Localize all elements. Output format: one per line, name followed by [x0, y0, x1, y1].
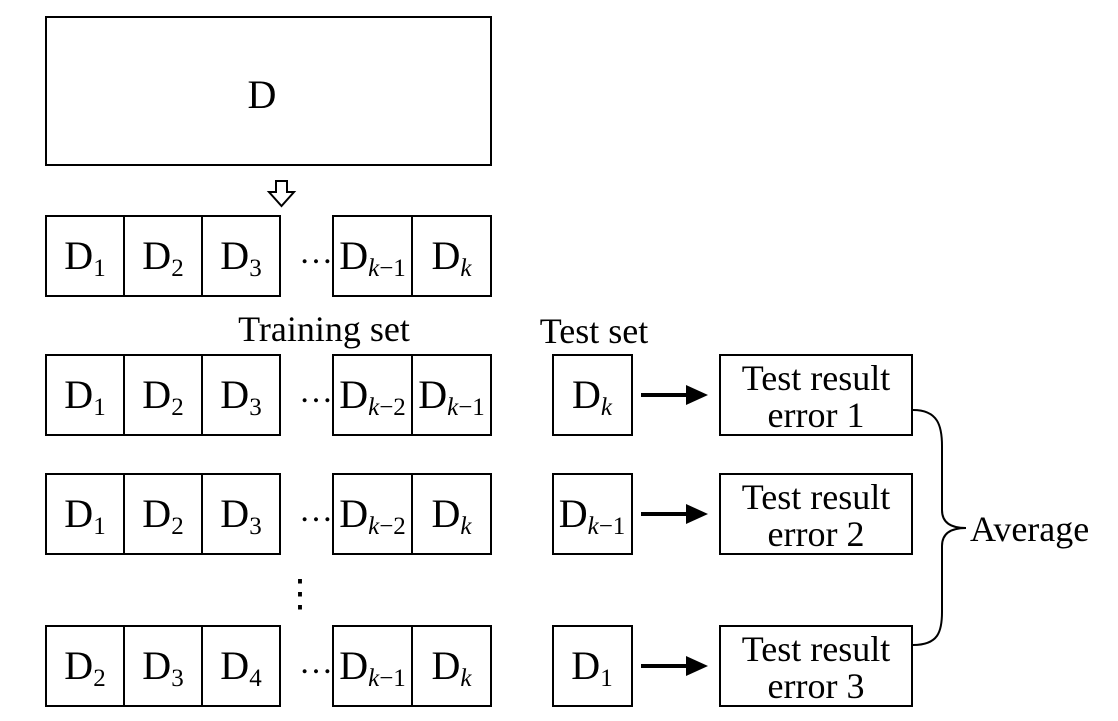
fold-2-training-cell-label: D2 [142, 491, 183, 540]
fold-2-result-error: error 2 [768, 514, 865, 554]
fold-1-training-cell-label: Dk−1 [418, 372, 485, 421]
fold-1-training-cell-label: D3 [220, 372, 261, 421]
fold-1-training-ellipsis: … [299, 373, 333, 410]
vertical-ellipsis: ⋮ [281, 573, 319, 615]
fold-1-training-cell-label: D1 [64, 372, 105, 421]
fold-2-result-title: Test result [742, 477, 890, 517]
split-arrow-icon [266, 180, 297, 208]
fold-1-arrow-icon [686, 385, 708, 405]
fold-2-training-cell-label: D3 [220, 491, 261, 540]
fold-2-training-cell [201, 473, 281, 555]
partition-row-cell-label: D3 [220, 233, 261, 282]
results-brace [912, 409, 967, 646]
fold-1-test-label: Dk [572, 372, 613, 421]
training-set-caption: Training set [238, 309, 410, 349]
fold-1-training-cell-label: D2 [142, 372, 183, 421]
test-set-caption: Test set [540, 311, 648, 351]
partition-row-cell-label: D2 [142, 233, 183, 282]
fold-2-training-cell-label: Dk−2 [339, 491, 406, 540]
fold-1-training-cell [332, 354, 413, 436]
fold-3-training-cell-label: D2 [64, 643, 105, 692]
fold-3-training-cell-label: Dk−1 [339, 643, 406, 692]
fold-3-training-cell-label: Dk [432, 643, 473, 692]
fold-2-result-box [719, 473, 913, 555]
fold-3-training-cell-label: D3 [142, 643, 183, 692]
fold-1-result-title: Test result [742, 358, 890, 398]
partition-row-cell [45, 215, 125, 297]
average-label: Average [970, 509, 1089, 549]
fold-2-arrow-icon [686, 504, 708, 524]
fold-3-test-label: D1 [571, 643, 612, 692]
fold-3-result-error: error 3 [768, 666, 865, 706]
partition-row-ellipsis: … [299, 234, 333, 271]
fold-1-result-error: error 1 [768, 395, 865, 435]
partition-row-cell-label: Dk−1 [339, 233, 406, 282]
dataset-box [45, 16, 492, 166]
fold-1-result-box [719, 354, 913, 436]
fold-3-training-cell [201, 625, 281, 707]
dataset-label: D [248, 72, 277, 117]
fold-3-training-cell [411, 625, 492, 707]
fold-3-arrow-icon [686, 656, 708, 676]
fold-3-result-box [719, 625, 913, 707]
fold-2-training-cell [411, 473, 492, 555]
fold-3-result-title: Test result [742, 629, 890, 669]
partition-row-cell [123, 215, 203, 297]
fold-1-training-cell [201, 354, 281, 436]
fold-2-test-cell [552, 473, 633, 555]
partition-row-cell [201, 215, 281, 297]
fold-2-training-cell-label: D1 [64, 491, 105, 540]
fold-2-training-cell [123, 473, 203, 555]
fold-2-training-cell [332, 473, 413, 555]
fold-3-test-cell [552, 625, 633, 707]
fold-1-test-cell [552, 354, 633, 436]
fold-1-training-cell-label: Dk−2 [339, 372, 406, 421]
fold-2-training-cell-label: Dk [432, 491, 473, 540]
fold-2-training-ellipsis: … [299, 492, 333, 529]
partition-row-cell-label: Dk [432, 233, 473, 282]
partition-row-cell-label: D1 [64, 233, 105, 282]
fold-3-training-ellipsis: … [299, 644, 333, 681]
fold-1-training-cell [411, 354, 492, 436]
fold-1-training-cell [45, 354, 125, 436]
fold-3-training-cell-label: D4 [220, 643, 262, 692]
fold-2-test-label: Dk−1 [559, 491, 626, 540]
partition-row-cell [411, 215, 492, 297]
fold-2-training-cell [45, 473, 125, 555]
